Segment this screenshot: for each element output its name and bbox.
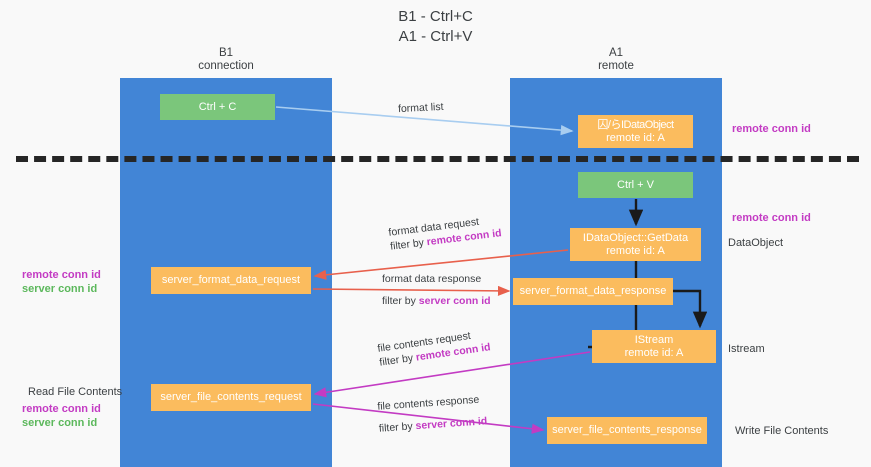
node-ctrl-v[interactable]: Ctrl + V <box>578 172 693 198</box>
lane-header-b1-name: B1 <box>218 47 234 59</box>
node-ctrl-v-label: Ctrl + V <box>617 178 654 191</box>
annotation-remote-conn-id-top: remote conn id <box>732 123 811 135</box>
node-dataobject-label: 囚/らIDataObject <box>597 118 674 131</box>
phase-divider <box>16 156 859 162</box>
edge-label-format-data-response: format data response filter by server co… <box>382 272 491 308</box>
node-server-file-contents-response[interactable]: server_file_contents_response <box>547 417 707 444</box>
lane-header-a1: A1 remote <box>510 47 722 73</box>
filter-prefix: filter by <box>378 351 417 369</box>
annotation-dataobject: DataObject <box>728 237 784 249</box>
node-dataobject-sub: remote id: A <box>606 131 665 144</box>
node-server-file-contents-request[interactable]: server_file_contents_request <box>151 384 311 411</box>
node-server-format-data-response-label: server_format_data_response <box>519 285 667 297</box>
filter-prefix: filter by <box>389 236 428 253</box>
node-istream[interactable]: IStream remote id: A <box>592 330 716 363</box>
title-line-2: A1 - Ctrl+V <box>398 28 473 45</box>
filter-prefix: filter by <box>378 420 416 435</box>
node-server-format-data-request-label: server_format_data_request <box>161 274 301 286</box>
edge-label-format-list-line1: format list <box>397 100 444 116</box>
node-server-format-data-response[interactable]: server_format_data_response <box>513 278 673 305</box>
edge-label-file-contents-response-filter: filter by server conn id <box>378 414 487 436</box>
annotation-istream: Istream <box>728 343 765 355</box>
edge-label-format-list: format list <box>398 100 444 116</box>
filter-prefix: filter by <box>382 295 419 307</box>
node-getdata-sub: remote id: A <box>606 244 665 257</box>
annotation-left-server-conn-id-2: server conn id <box>22 417 98 429</box>
edge-label-format-data-request: format data request filter by remote con… <box>388 212 503 253</box>
annotation-left-server-conn-id-1: server conn id <box>22 283 98 295</box>
annotation-write-file-contents: Write File Contents <box>735 425 829 437</box>
annotation-left-conn-ids-1: remote conn id server conn id <box>22 268 101 296</box>
annotation-left-remote-conn-id-1: remote conn id <box>22 269 101 281</box>
node-server-file-contents-response-label: server_file_contents_response <box>552 424 702 436</box>
filter-key: server conn id <box>415 415 488 433</box>
node-istream-label: IStream <box>634 333 674 346</box>
diagram-title: B1 - Ctrl+C A1 - Ctrl+V <box>0 7 871 47</box>
node-istream-sub: remote id: A <box>624 346 684 359</box>
title-line-1: B1 - Ctrl+C <box>398 8 473 25</box>
node-server-format-data-request[interactable]: server_format_data_request <box>151 267 311 294</box>
annotation-left-remote-conn-id-2: remote conn id <box>22 403 101 415</box>
edge-label-format-data-response-filter: filter by server conn id <box>382 294 491 308</box>
node-getdata-label: IDataObject::GetData <box>582 231 689 244</box>
node-server-file-contents-request-label: server_file_contents_request <box>160 391 302 403</box>
edge-label-format-data-response-line1: format data response <box>382 273 482 285</box>
annotation-left-conn-ids-2: remote conn id server conn id <box>22 402 101 430</box>
edge-label-file-contents-request: file contents request filter by remote c… <box>377 326 492 369</box>
lane-header-a1-name: A1 <box>608 47 624 59</box>
edge-label-file-contents-response: file contents response filter by server … <box>377 392 488 435</box>
annotation-read-file-contents: Read File Contents <box>28 386 123 398</box>
annotation-remote-conn-id-mid: remote conn id <box>732 212 811 224</box>
node-dataobject[interactable]: 囚/らIDataObject remote id: A <box>578 115 693 148</box>
lane-header-b1: B1 connection <box>120 47 332 73</box>
node-getdata[interactable]: IDataObject::GetData remote id: A <box>570 228 701 261</box>
lane-header-b1-role: connection <box>198 60 254 72</box>
edge-label-file-contents-response-line1: file contents response <box>376 393 480 413</box>
node-ctrl-c-label: Ctrl + C <box>198 100 237 113</box>
filter-key: server conn id <box>418 295 491 307</box>
node-ctrl-c[interactable]: Ctrl + C <box>160 94 275 120</box>
lane-header-a1-role: remote <box>598 60 634 72</box>
